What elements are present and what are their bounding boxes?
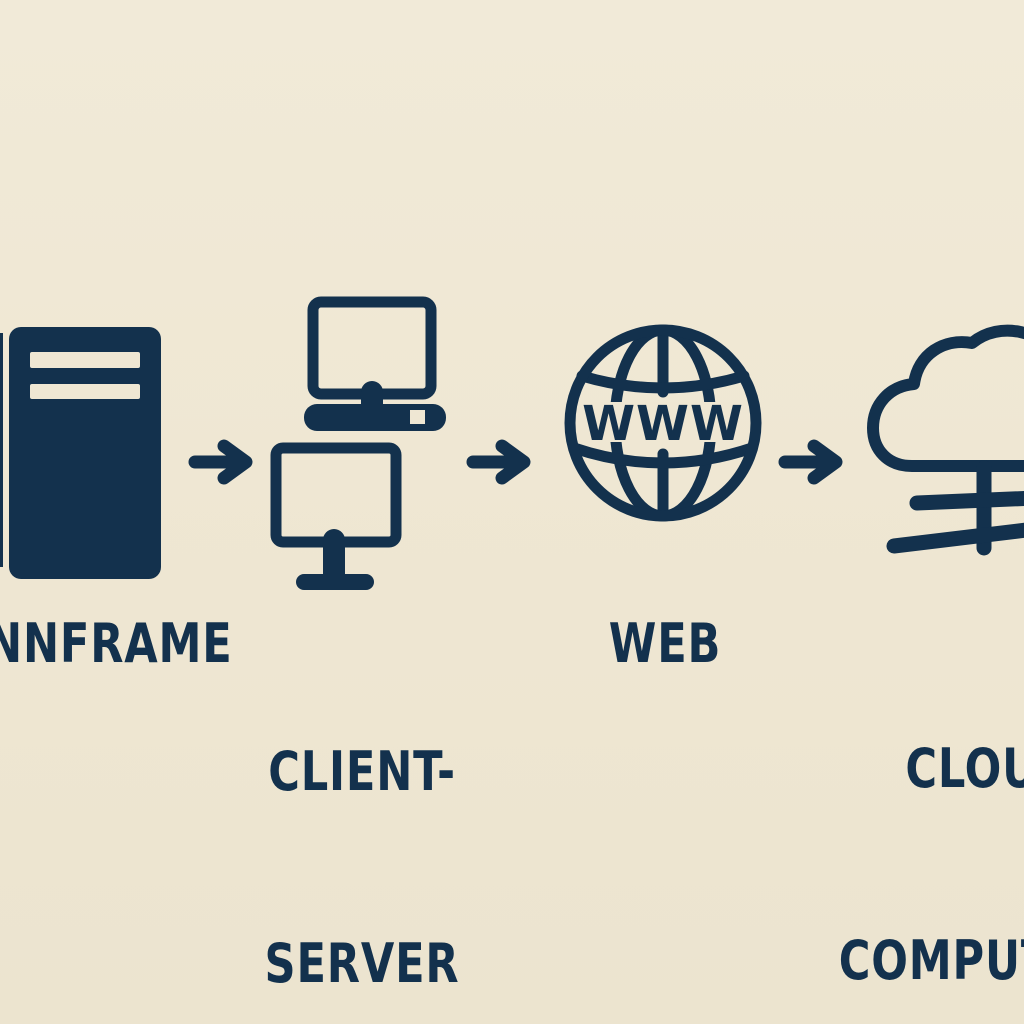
- www-globe-icon: WWW: [564, 324, 762, 522]
- client-server-label-line1: CLIENT-: [268, 740, 456, 803]
- mainframe-icon: [9, 327, 161, 579]
- mainframe-panel-edge: [0, 333, 3, 567]
- server-computer: [304, 296, 446, 431]
- web-label: WEB: [608, 612, 722, 675]
- cloud-outline: [867, 324, 1024, 472]
- client-server-label-line2: SERVER: [264, 932, 460, 995]
- right-arrow-icon: [778, 439, 843, 485]
- cloud-computing-label: CLOUD COMPUTING: [830, 609, 1024, 1024]
- cloud-computing-icon: [867, 324, 1024, 556]
- mainframe-label: NNFRAME: [0, 612, 233, 675]
- cloud-network-lines: [886, 460, 1024, 556]
- mainframe-vent-slit: [30, 384, 140, 399]
- www-text: WWW: [582, 396, 744, 452]
- mainframe-vent-slit: [30, 352, 140, 368]
- client-server-icon: [270, 296, 446, 590]
- client-server-label: CLIENT- SERVER: [202, 612, 522, 1024]
- cloud-label-line2: COMPUTING: [838, 929, 1024, 992]
- cloud-label-line1: CLOUD: [905, 737, 1024, 800]
- client-computer: [270, 442, 402, 590]
- right-arrow-icon: [188, 439, 253, 485]
- right-arrow-icon: [466, 439, 531, 485]
